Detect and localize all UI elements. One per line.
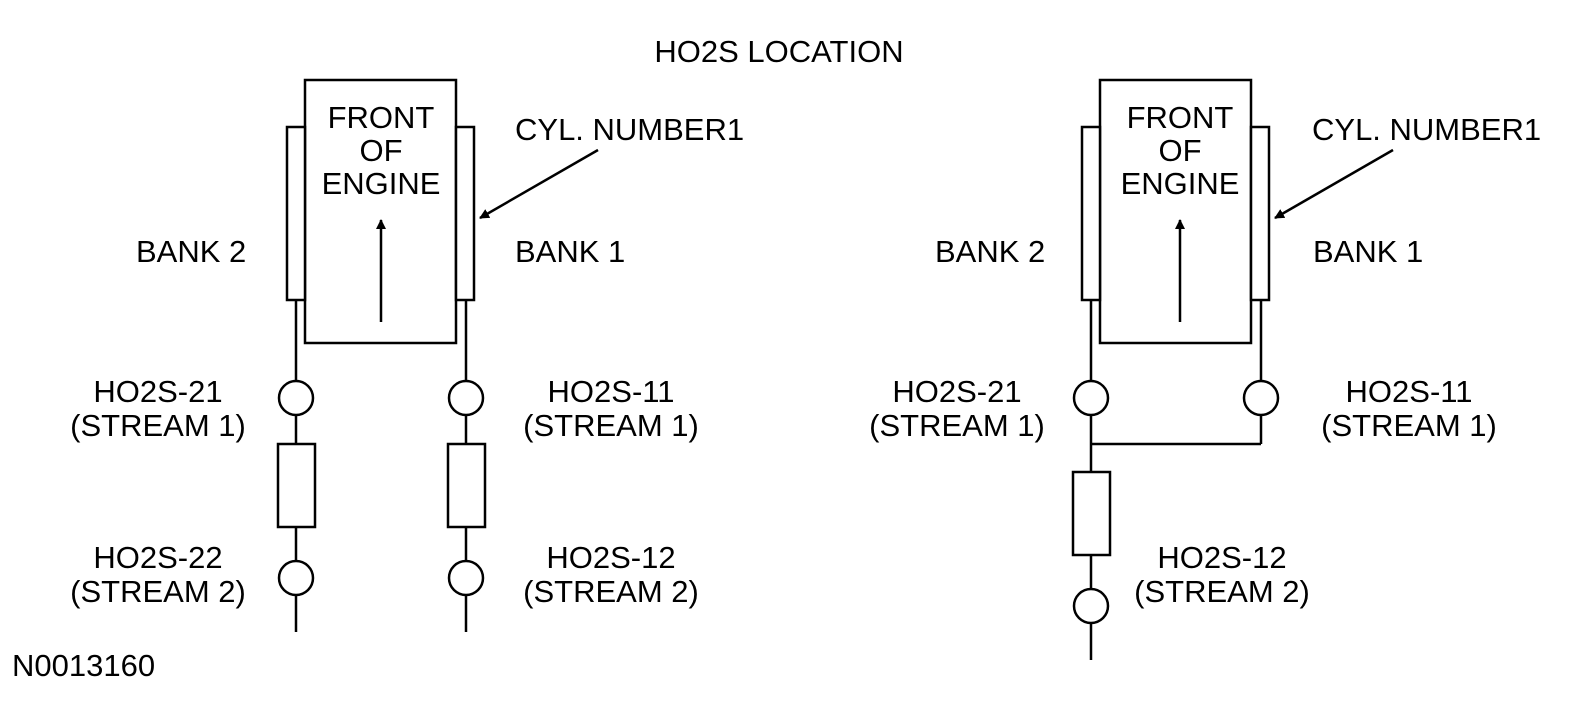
right-ho2s12-name: HO2S-12	[1157, 540, 1286, 575]
right-front-label-line2: OF	[1158, 133, 1201, 168]
left-ho2s22-name: HO2S-22	[93, 540, 222, 575]
left-bank1-label: BANK 1	[515, 234, 625, 269]
left-ho2s21-name: HO2S-21	[93, 374, 222, 409]
left-bank2-manifold	[285, 125, 307, 302]
right-front-label-line3: ENGINE	[1121, 166, 1240, 201]
right-bank2-label: BANK 2	[935, 234, 1045, 269]
left-ho2s21-stream: (STREAM 1)	[70, 408, 246, 443]
right-ho2s21-sensor-icon	[1072, 379, 1110, 417]
left-bank1-catalyst	[446, 442, 487, 529]
left-front-label-line2: OF	[359, 133, 402, 168]
right-ho2s12-stream: (STREAM 2)	[1134, 574, 1310, 609]
left-ho2s12-sensor-icon	[447, 559, 485, 597]
left-ho2s12-stream: (STREAM 2)	[523, 574, 699, 609]
right-cylinder-pointer-icon	[1274, 148, 1394, 220]
left-bank2-label: BANK 2	[136, 234, 246, 269]
right-engine-block	[1098, 78, 1253, 345]
left-bank2-catalyst	[276, 442, 317, 529]
diagram-title: HO2S LOCATION	[654, 34, 903, 69]
right-engine-diagram: FRONT OF ENGINE CYL. NUMBER1 BANK 2 BANK…	[869, 78, 1541, 660]
left-front-label-line1: FRONT	[328, 100, 435, 135]
right-ho2s21-name: HO2S-21	[892, 374, 1021, 409]
left-cylinder-label: CYL. NUMBER1	[515, 112, 744, 147]
right-ho2s11-sensor-icon	[1242, 379, 1280, 417]
right-common-catalyst	[1071, 470, 1112, 557]
left-bank1-manifold	[454, 125, 476, 302]
right-ho2s11-stream: (STREAM 1)	[1321, 408, 1497, 443]
right-front-label-line1: FRONT	[1127, 100, 1234, 135]
left-ho2s22-sensor-icon	[277, 559, 315, 597]
right-ho2s11-name: HO2S-11	[1346, 374, 1473, 409]
right-cylinder-label: CYL. NUMBER1	[1312, 112, 1541, 147]
left-front-label-line3: ENGINE	[322, 166, 441, 201]
right-ho2s12-sensor-icon	[1072, 587, 1110, 625]
left-ho2s11-sensor-icon	[447, 379, 485, 417]
left-ho2s11-stream: (STREAM 1)	[523, 408, 699, 443]
left-cylinder-pointer-icon	[479, 148, 599, 220]
left-ho2s11-name: HO2S-11	[548, 374, 675, 409]
right-bank1-manifold	[1249, 125, 1271, 302]
left-ho2s22-stream: (STREAM 2)	[70, 574, 246, 609]
left-engine-diagram: FRONT OF ENGINE CYL. NUMBER1 BANK 2 BANK…	[70, 78, 744, 632]
left-ho2s21-sensor-icon	[277, 379, 315, 417]
left-ho2s12-name: HO2S-12	[546, 540, 675, 575]
right-bank2-manifold	[1080, 125, 1102, 302]
right-ho2s21-stream: (STREAM 1)	[869, 408, 1045, 443]
figure-id: N0013160	[12, 648, 155, 683]
right-bank1-label: BANK 1	[1313, 234, 1423, 269]
